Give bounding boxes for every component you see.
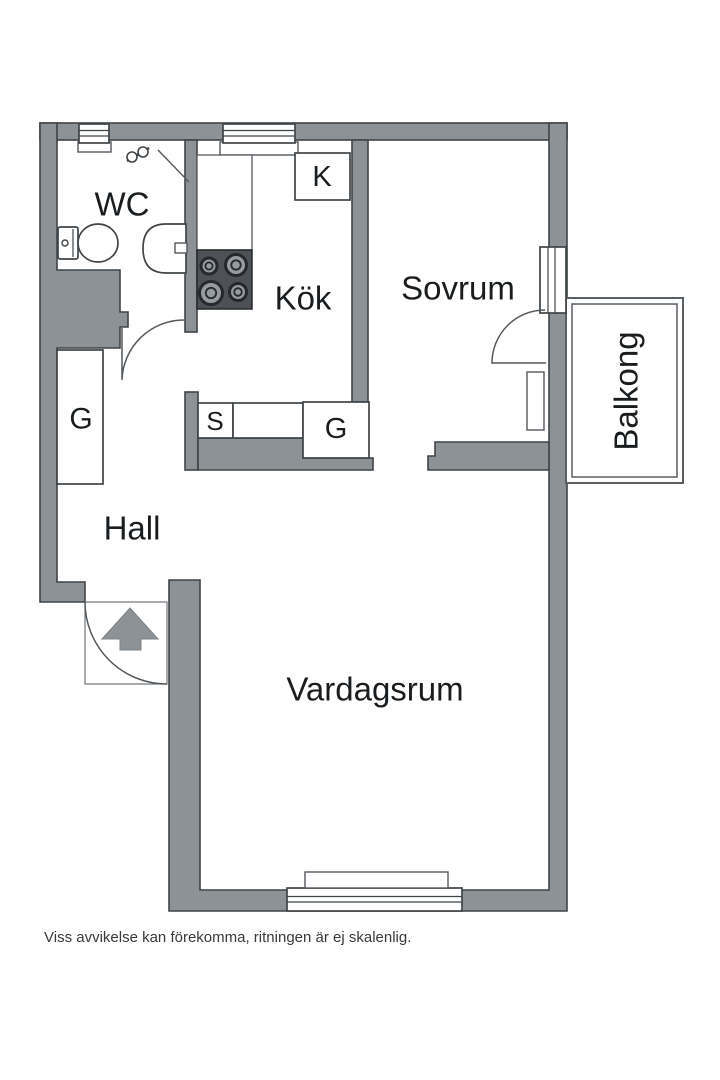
windows [77,123,567,912]
stove-burner [199,256,219,276]
closet-g-hall [56,349,104,485]
unit-label-s: S [206,406,223,436]
fixtures [56,146,370,485]
room-label-sovrum: Sovrum [401,270,515,307]
radiator-icon [304,871,449,889]
room-label-wc: WC [95,186,150,223]
window-wc-icon [77,123,112,153]
cabinet-g-kitchen [302,401,370,459]
sink-icon [142,223,188,274]
stove-burner [224,253,248,277]
balcony-outer-rail [565,297,684,484]
door-swing-wc [121,319,185,381]
doors [84,309,546,685]
room-label-hall: Hall [104,510,161,547]
wall-sovrum-bottom [427,441,550,471]
unit-label-g-hall: G [69,403,92,436]
wall-kok-sovrum [351,139,369,403]
unit-label-g-kitchen: G [325,413,348,445]
entrance-door [84,601,168,685]
balcony-door-icon [526,246,567,431]
disclaimer-text: Viss avvikelse kan förekomma, ritningen … [44,929,412,946]
wall-kok-hall-lower [184,391,199,471]
room-label-kok: Kök [275,280,332,317]
wall-left-complex [39,122,129,603]
entrance-arrow-icon [100,607,160,651]
door-swing-balcony [491,309,546,364]
balcony-inner-rail [571,303,678,478]
room-label-vardagsrum: Vardagsrum [286,671,463,708]
room-label-balkong: Balkong [608,331,645,450]
stove-icon [196,249,253,310]
window-kitchen-icon [219,123,299,156]
window-livingroom-icon [286,871,463,912]
toilet-icon [57,223,119,263]
shower-mixer-icon [126,146,150,163]
fridge-box [294,152,351,201]
stove-burner [228,282,248,302]
unit-label-fridge: K [312,161,332,193]
cabinet-s [197,402,234,439]
shower-screen-line [157,149,190,183]
kitchen-counter [196,154,253,251]
wall-top [39,122,568,141]
balcony [565,297,684,484]
radiator-icon [526,371,545,431]
labels: WC Kök Sovrum Hall Vardagsrum Balkong K … [69,161,644,708]
stove-burner [198,280,224,306]
cabinet-middle [232,402,304,439]
